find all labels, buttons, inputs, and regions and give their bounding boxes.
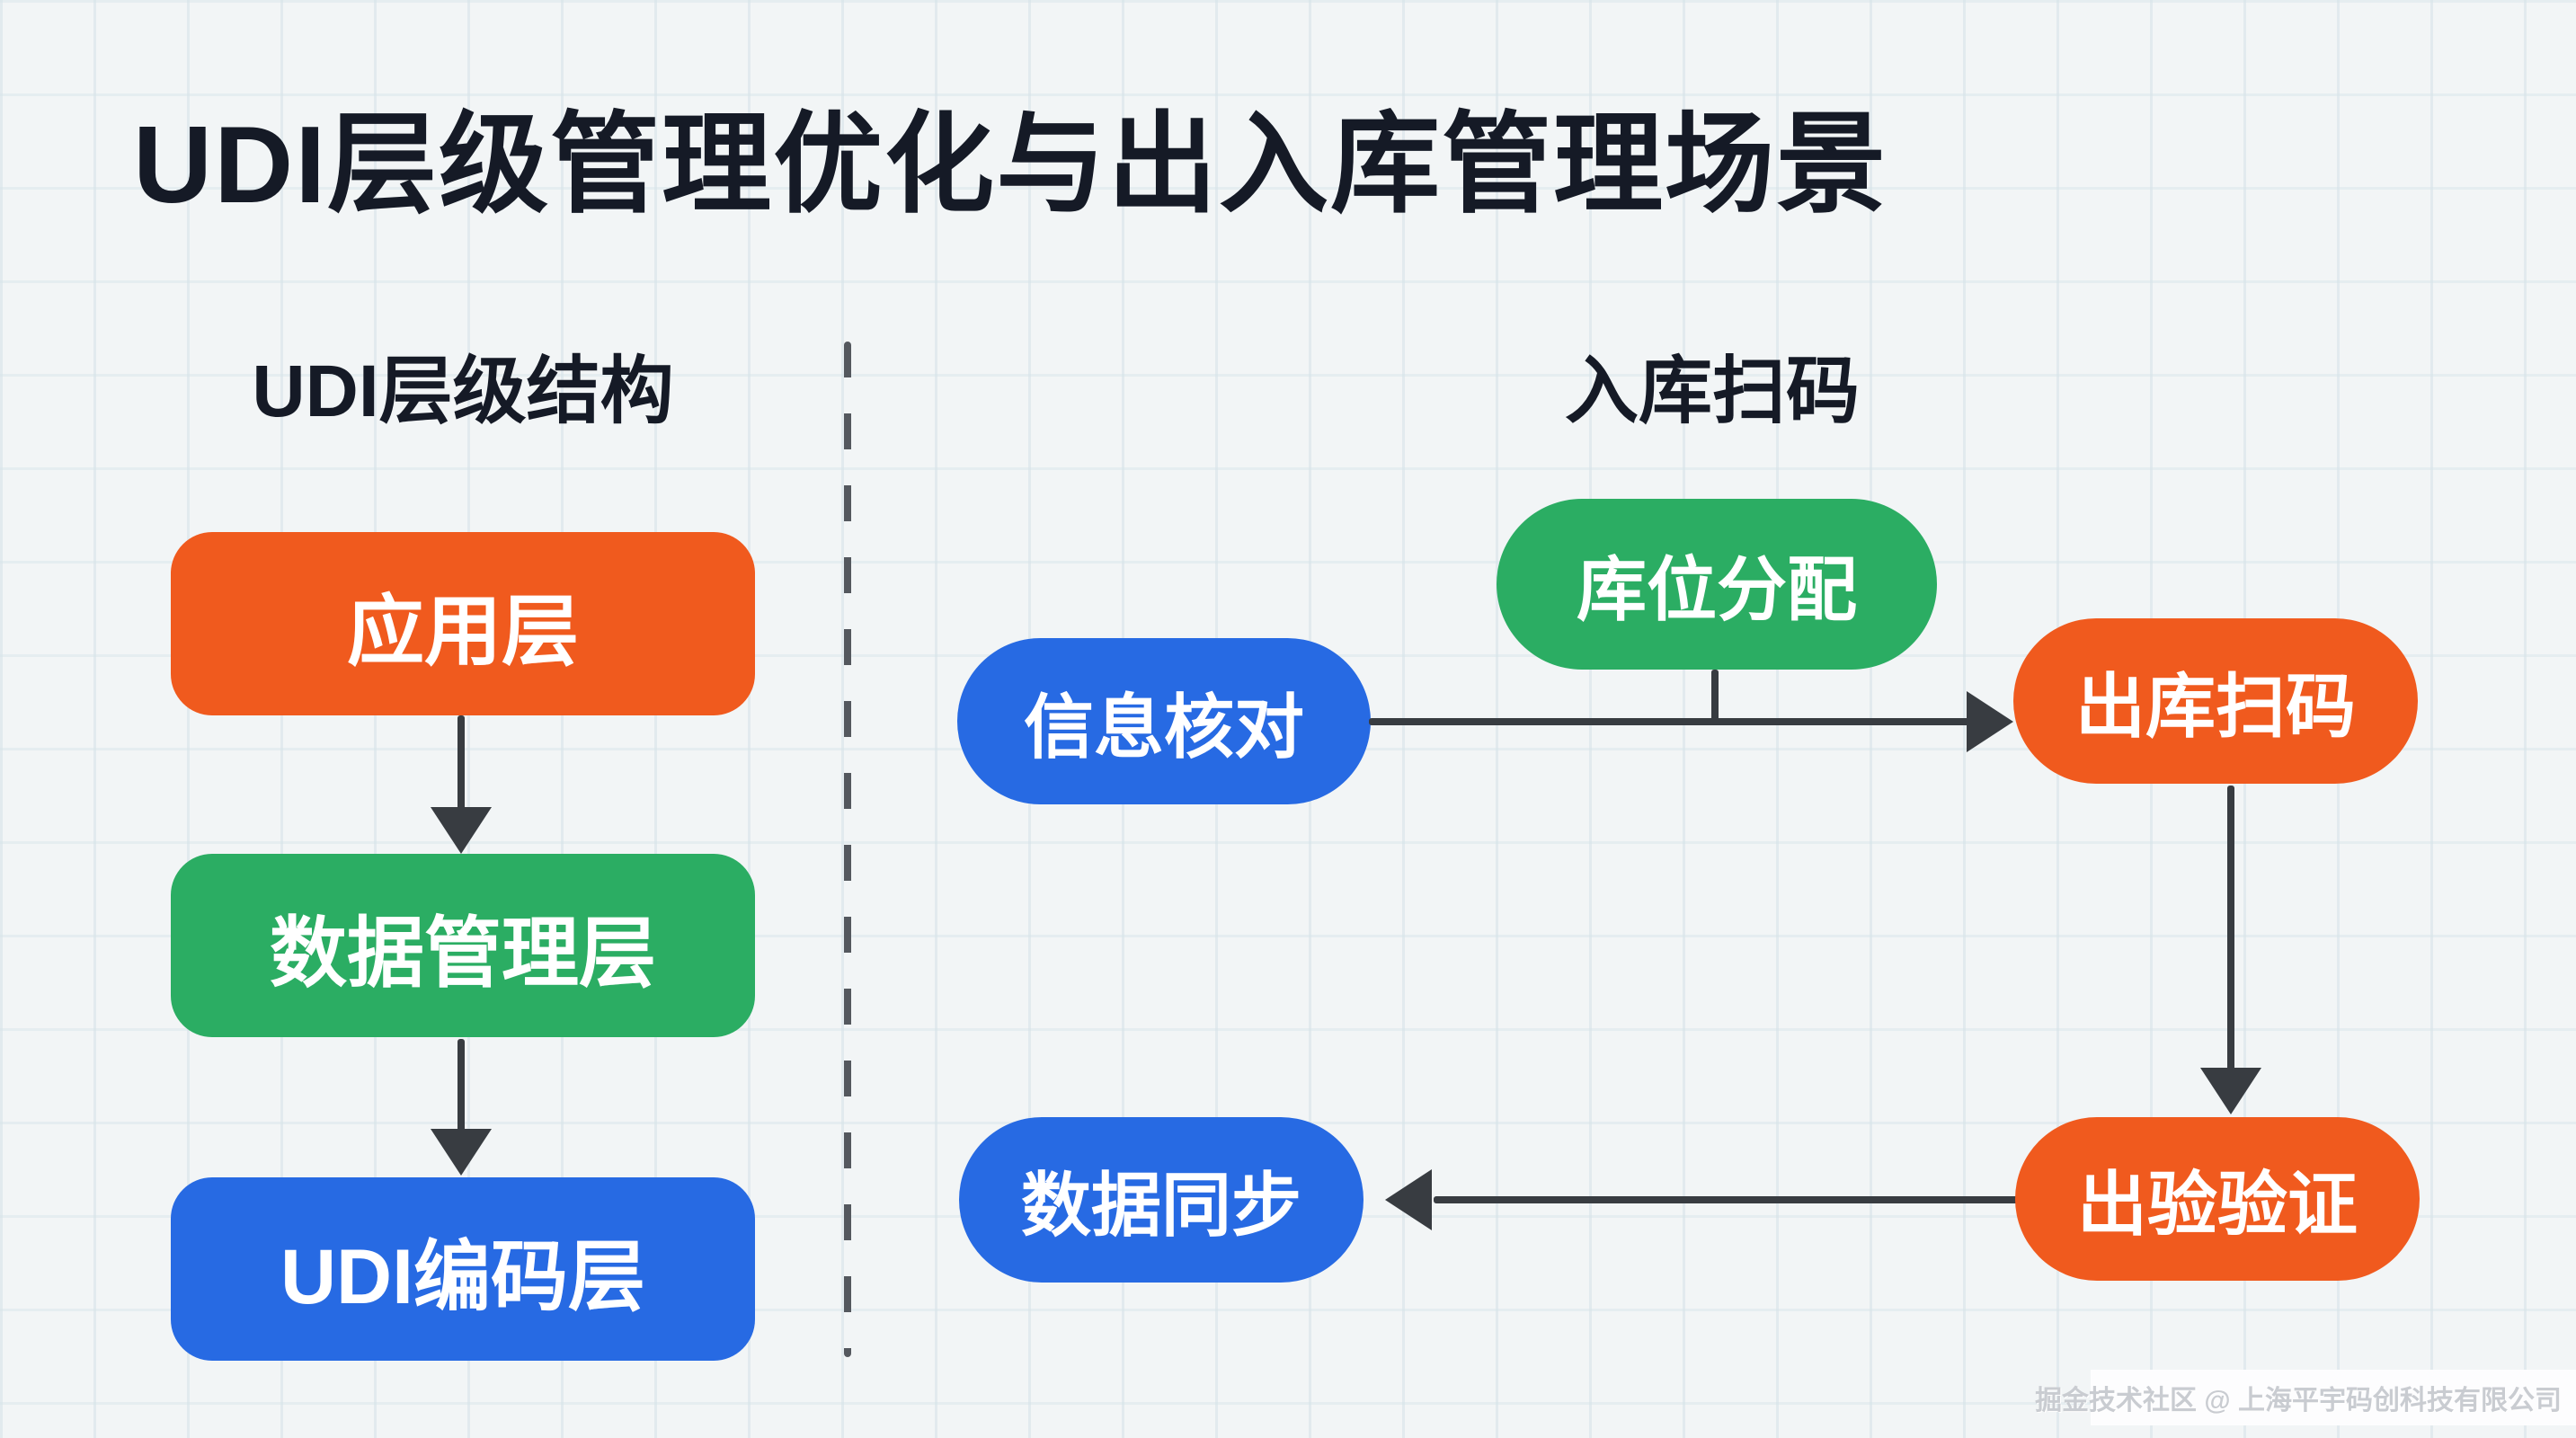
node-info-check: 信息核对 (957, 638, 1371, 804)
node-label: UDI编码层 (280, 1233, 646, 1320)
right-section-heading: 入库扫码 (1564, 351, 1860, 432)
watermark-text: 掘金技术社区 @ 上海平宇码创科技有限公司 (2035, 1386, 2562, 1416)
arrow-verify-to-sync-head (1385, 1169, 1432, 1230)
connector-storage-to-flow-line (1711, 670, 1719, 725)
node-label: 数据同步 (1020, 1166, 1301, 1245)
arrow-app-to-data-line (457, 715, 465, 816)
node-label: 出验验证 (2076, 1165, 2358, 1244)
node-label: 库位分配 (1576, 550, 1857, 629)
node-outbound-scan: 出库扫码 (2013, 618, 2418, 784)
arrow-data-to-udi-line (457, 1039, 465, 1138)
node-label: 应用层 (347, 588, 579, 675)
arrow-check-to-outbound-line (1369, 718, 1971, 725)
watermark-credit: 掘金技术社区 @ 上海平宇码创科技有限公司 (2035, 1370, 2576, 1425)
arrow-outbound-to-verify-head (2200, 1068, 2261, 1114)
node-data-management-layer: 数据管理层 (171, 854, 755, 1037)
page-title: UDI层级管理优化与出入库管理场景 (133, 103, 1888, 226)
node-udi-coding-layer: UDI编码层 (171, 1177, 755, 1361)
arrow-verify-to-sync-line (1434, 1196, 2018, 1203)
node-storage-allocation: 库位分配 (1497, 499, 1937, 670)
arrow-check-to-outbound-head (1967, 691, 2013, 752)
arrow-outbound-to-verify-line (2227, 786, 2234, 1075)
arrow-app-to-data-head (431, 807, 492, 854)
node-data-sync: 数据同步 (959, 1117, 1364, 1283)
node-application-layer: 应用层 (171, 532, 755, 715)
arrow-data-to-udi-head (431, 1129, 492, 1176)
section-divider-dashed-line (844, 342, 851, 1357)
node-verify-validation: 出验验证 (2015, 1117, 2420, 1281)
node-label: 信息核对 (1023, 687, 1304, 767)
node-label: 数据管理层 (270, 910, 656, 997)
node-label: 出库扫码 (2074, 667, 2356, 746)
left-section-heading: UDI层级结构 (252, 351, 674, 432)
